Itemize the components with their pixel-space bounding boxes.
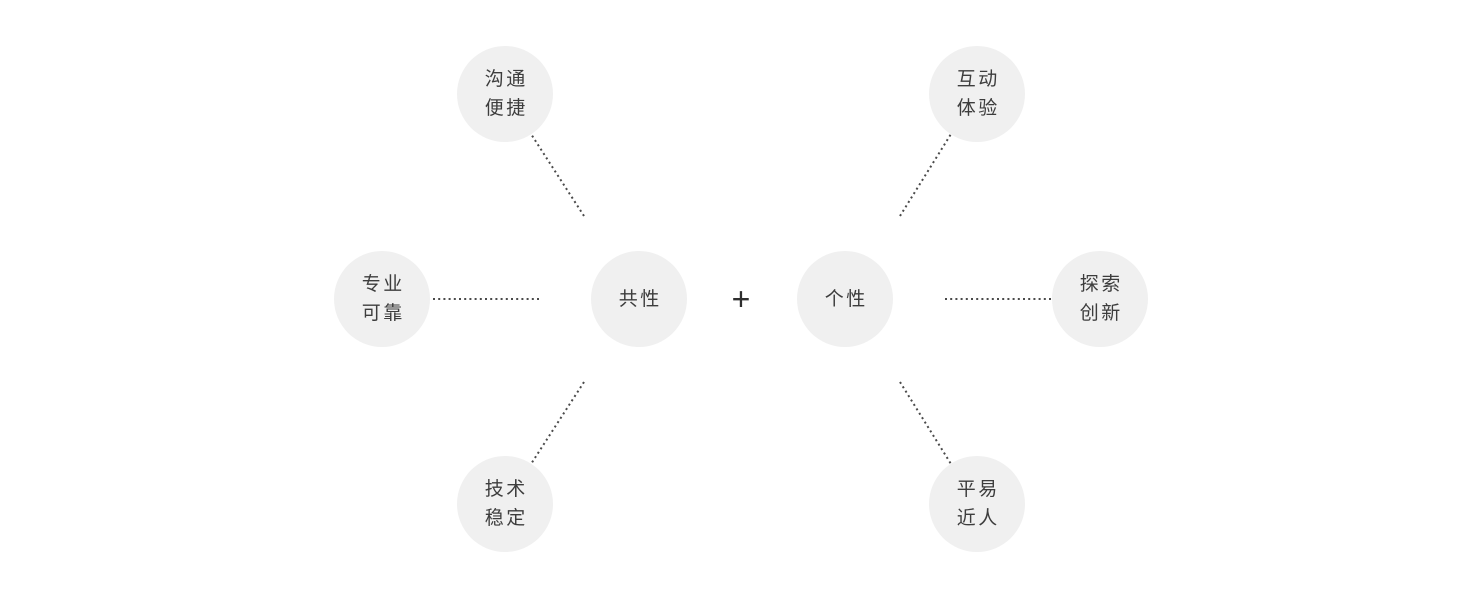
node-commonality: 共性 [591, 251, 687, 347]
node-label-individuality: 个性 [824, 288, 868, 310]
node-tech-stable: 技术 稳定 [457, 456, 553, 552]
node-individuality: 个性 [797, 251, 893, 347]
node-label-professional-reliable: 专业 可靠 [361, 274, 405, 324]
node-label-communication-convenient: 沟通 便捷 [484, 69, 528, 119]
node-label-interactive-experience: 互动 体验 [956, 69, 1000, 119]
node-label-tech-stable: 技术 稳定 [484, 479, 528, 529]
node-label-explore-innovate: 探索 创新 [1079, 274, 1123, 324]
connector-individuality-approachable [899, 381, 952, 465]
node-approachable: 平易 近人 [929, 456, 1025, 552]
node-professional-reliable: 专业 可靠 [334, 251, 430, 347]
connector-commonality-communication [530, 133, 585, 217]
node-explore-innovate: 探索 创新 [1052, 251, 1148, 347]
plus-operator: + [731, 280, 751, 317]
node-communication-convenient: 沟通 便捷 [457, 46, 553, 142]
node-label-approachable: 平易 近人 [956, 479, 1000, 529]
connector-commonality-tech-stable [530, 381, 585, 465]
node-interactive-experience: 互动 体验 [929, 46, 1025, 142]
node-label-commonality: 共性 [618, 288, 662, 310]
connector-individuality-interactive [899, 133, 952, 217]
